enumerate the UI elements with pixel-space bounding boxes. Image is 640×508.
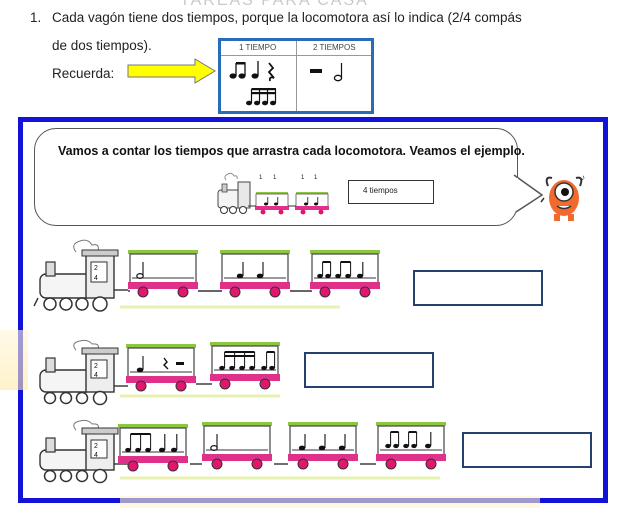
- example-count-2: 1: [273, 175, 277, 181]
- svg-text:2: 2: [94, 363, 98, 370]
- svg-text:4: 4: [94, 452, 98, 459]
- answer-box-row3[interactable]: [462, 432, 592, 468]
- wagon-row2-2: [210, 342, 280, 390]
- instruction-line-2: de dos tiempos).: [52, 38, 152, 53]
- answer-box-row2[interactable]: [304, 352, 434, 388]
- monster-mascot-icon: ♪: [540, 173, 585, 221]
- speech-bubble-tail: [512, 174, 544, 213]
- wagon-row1-2: [220, 250, 290, 298]
- one-beat-notes-icon: [229, 61, 277, 106]
- locomotive-3-icon: 2 4: [39, 419, 128, 484]
- couplings-row3: [120, 463, 440, 480]
- two-beat-notes-icon: [310, 63, 343, 82]
- item-number: 1.: [30, 10, 42, 25]
- exercise-instruction: Vamos a contar los tiempos que arrastra …: [58, 144, 525, 158]
- locomotive-1-icon: 2 4: [33, 239, 128, 312]
- answer-box-row1[interactable]: [413, 270, 543, 306]
- rhythm-reference-box: 1 TIEMPO 2 TIEMPOS: [218, 38, 374, 114]
- locomotive-2-icon: 2 4: [39, 339, 128, 406]
- time-signature-bottom: 4: [94, 275, 98, 282]
- wagon-row3-4: [376, 422, 446, 470]
- svg-text:♪: ♪: [581, 173, 585, 182]
- example-count-1: 1: [259, 175, 263, 181]
- page-title-fragment: TAREAS PARA CASA: [180, 0, 369, 9]
- svg-text:2: 2: [94, 443, 98, 450]
- wagon-row1-3: [310, 250, 380, 298]
- reference-col2-label: 2 TIEMPOS: [313, 43, 356, 52]
- example-count-4: 1: [314, 175, 318, 181]
- example-answer-box: 4 tiempos: [348, 180, 434, 204]
- time-signature-top: 2: [94, 265, 98, 272]
- svg-text:4: 4: [94, 372, 98, 379]
- wagon-row1-1: [128, 250, 198, 298]
- remember-label: Recuerda:: [52, 66, 115, 81]
- wagon-row3-3: [288, 422, 358, 470]
- instruction-line-1: Cada vagón tiene dos tiempos, porque la …: [52, 10, 522, 25]
- example-count-3: 1: [301, 175, 305, 181]
- wagon-row3-2: [202, 422, 272, 470]
- couplings-row1: [120, 290, 340, 309]
- example-train: [217, 172, 329, 215]
- couplings-row2: [120, 383, 280, 398]
- wagon-row3-1: [118, 424, 188, 472]
- reference-col1-label: 1 TIEMPO: [239, 43, 277, 52]
- wagon-row2-1: [126, 344, 196, 392]
- footer-watermark: [120, 496, 540, 508]
- watermark-fragment: [0, 330, 28, 390]
- yellow-arrow-icon: [127, 58, 216, 84]
- example-answer: 4 tiempos: [363, 186, 398, 195]
